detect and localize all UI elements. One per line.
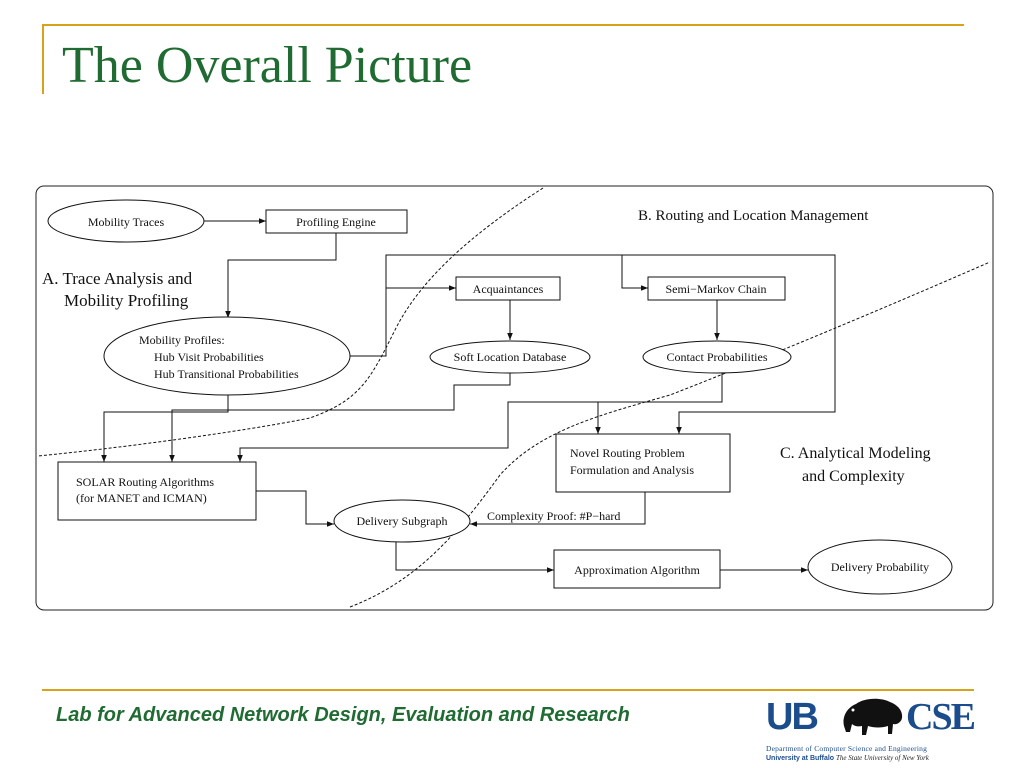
node-shape: [57, 461, 257, 521]
logo-letters-right: CSE: [906, 696, 976, 738]
node-shape: [455, 276, 561, 301]
node-label: Delivery Subgraph: [357, 514, 448, 528]
node-shape: [642, 340, 792, 374]
node-label: Profiling Engine: [296, 215, 376, 229]
node-label: Hub Transitional Probabilities: [154, 367, 299, 381]
logo-university: University at Buffalo: [766, 755, 835, 762]
node-novel-routing-problem: Novel Routing Problem Formulation and An…: [555, 433, 731, 493]
edge-profiles-to-solar: [101, 395, 229, 462]
bison-icon: [843, 698, 903, 735]
node-shape: [555, 433, 731, 493]
region-label-line: B. Routing and Location Management: [638, 208, 869, 224]
node-profiling-engine: Profiling Engine: [265, 209, 408, 234]
region-label-line: Mobility Profiling: [64, 291, 189, 310]
node-shape: [647, 276, 786, 301]
node-semi-markov-chain: Semi−Markov Chain: [647, 276, 786, 301]
title-accent-bar: [42, 24, 44, 94]
node-delivery-probability: Delivery Probability: [807, 539, 953, 595]
node-label: SOLAR Routing Algorithms: [76, 475, 214, 489]
diagram-frame: [35, 185, 994, 611]
node-shape: [553, 549, 721, 589]
node-label: Contact Probabilities: [667, 350, 768, 364]
node-shape: [429, 340, 591, 374]
node-label: Formulation and Analysis: [570, 463, 694, 477]
logo-letters-left: UB: [766, 696, 819, 738]
edge-loop-right-to-novel: [622, 254, 836, 434]
node-shape: [333, 499, 471, 543]
node-shape: [47, 199, 205, 243]
footer-rule: [42, 689, 974, 691]
region-boundary-bc: [349, 261, 991, 608]
region-label-line: and Complexity: [802, 468, 905, 485]
edge-contact-to-solar: [237, 373, 723, 462]
edge-novel-to-delivery-subgraph: [470, 492, 646, 527]
node-shape: [265, 209, 408, 234]
edge-profiling-to-profiles: [225, 233, 337, 318]
region-boundary-ab: [37, 187, 544, 457]
logo-university-line: University at Buffalo The State Universi…: [766, 754, 929, 762]
node-solar-routing: SOLAR Routing Algorithms (for MANET and …: [57, 461, 257, 521]
footer-lab-name: Lab for Advanced Network Design, Evaluat…: [56, 704, 630, 726]
node-label: (for MANET and ICMAN): [76, 491, 207, 505]
edge-subgraph-to-approximation: [395, 542, 554, 573]
slide-title: The Overall Picture: [62, 37, 473, 94]
region-label-line: C. Analytical Modeling: [780, 445, 931, 462]
region-label-trace-analysis: A. Trace Analysis and Mobility Profiling: [42, 269, 193, 310]
node-soft-location-database: Soft Location Database: [429, 340, 591, 374]
node-label: Approximation Algorithm: [574, 563, 700, 577]
ub-cse-logo: UB CSE Department of Computer Science an…: [766, 696, 976, 766]
node-approximation-algorithm: Approximation Algorithm: [553, 549, 721, 589]
node-label: Novel Routing Problem: [570, 446, 685, 460]
node-shape: [103, 316, 351, 396]
connectors: [101, 218, 836, 573]
region-label-analytical-modeling: C. Analytical Modeling and Complexity: [780, 445, 931, 485]
node-label: Mobility Traces: [88, 215, 165, 229]
edge-profiles-to-acquaintances: [350, 285, 456, 357]
edge-solar-to-delivery-subgraph: [256, 490, 334, 527]
region-label-routing-location: B. Routing and Location Management: [638, 208, 869, 224]
node-label: Acquaintances: [473, 282, 544, 296]
logo-department: Department of Computer Science and Engin…: [766, 744, 928, 753]
node-delivery-subgraph: Delivery Subgraph: [333, 499, 471, 543]
title-accent-rule: [42, 24, 964, 26]
logo-tagline: The State University of New York: [836, 754, 929, 762]
node-label: Delivery Probability: [831, 560, 929, 574]
node-shape: [807, 539, 953, 595]
node-mobility-profiles: Mobility Profiles: Hub Visit Probabiliti…: [103, 316, 351, 396]
node-label: Semi−Markov Chain: [665, 282, 766, 296]
region-label-line: A. Trace Analysis and: [42, 269, 193, 288]
edge-label-complexity-proof: Complexity Proof: #P−hard: [487, 509, 620, 523]
edge-soft-location-to-solar: [169, 373, 511, 462]
node-label: Hub Visit Probabilities: [154, 350, 264, 364]
node-label: Mobility Profiles:: [139, 333, 225, 347]
node-mobility-traces: Mobility Traces: [47, 199, 205, 243]
node-acquaintances: Acquaintances: [455, 276, 561, 301]
node-label: Soft Location Database: [454, 350, 567, 364]
node-contact-probabilities: Contact Probabilities: [642, 340, 792, 374]
